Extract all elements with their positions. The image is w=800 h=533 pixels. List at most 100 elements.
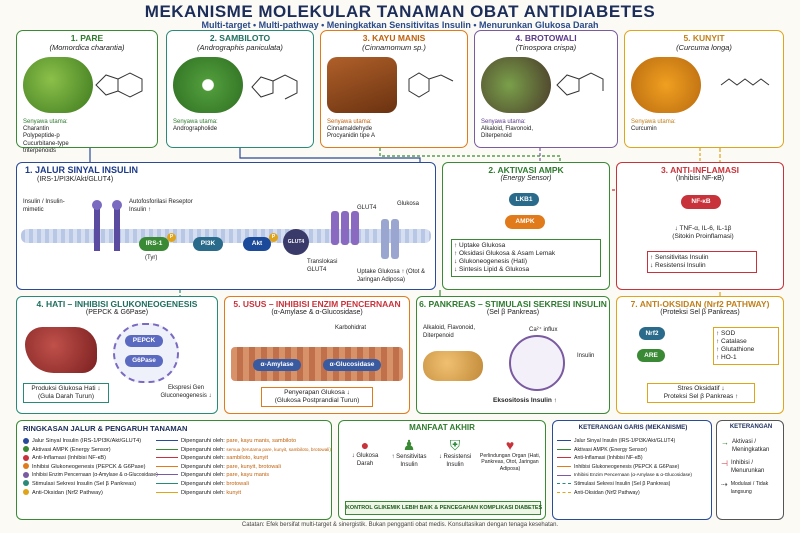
compounds-heading: Senyawa utama: <box>23 119 68 125</box>
plant-title: 3. KAYU MANIS <box>362 33 426 43</box>
output-line: (Glukosa Postprandial Turun) <box>274 397 360 404</box>
key-label: Inhibisi / Menurunkan <box>730 460 765 474</box>
legend-label: Stimulasi Sekresi Insulin (Sel β Pankrea… <box>574 480 671 487</box>
hepatocyte-cell <box>113 323 179 383</box>
antioxidant-panel: 7. ANTI-OKSIDAN (Nrf2 PATHWAY) (Proteksi… <box>616 296 784 414</box>
compound: Procyanidin tipe A <box>327 133 376 140</box>
circle-icon <box>23 454 29 461</box>
row-path: Inhibisi Enzim Pencernaan (α-Amylase & α… <box>32 472 158 479</box>
compound-label: Alkaloid, Flavonoid, Diterpenoid <box>423 325 476 339</box>
exocytosis-label: Eksositosis Insulin ↑ <box>493 397 557 404</box>
ampk-node: AMPK <box>505 215 545 229</box>
legend-row: Aktivasi AMPK (Energy Sensor) <box>557 446 711 455</box>
plant-title: 2. SAMBILOTO <box>209 33 271 43</box>
legend-row: Jalur Sinyal Insulin (IRS-1/PI3K/Akt/GLU… <box>557 437 711 446</box>
panel-subtitle: (PEPCK & G6Pase) <box>85 309 149 316</box>
effect-item: ↑ Oksidasi Glukosa & Asam Lemak <box>454 250 556 257</box>
compound: Alkaloid, Flavonoid, <box>481 126 534 133</box>
benefits-title: MANFAAT AKHIR <box>409 423 475 432</box>
plant-compounds: Senyawa utama: Curcumin <box>631 119 676 133</box>
compounds-heading: Senyawa utama: <box>631 119 676 125</box>
antioxidant-output: Stres Oksidatif ↓ Proteksi Sel β Pankrea… <box>647 383 755 403</box>
panel-subtitle: (Proteksi Sel β Pankreas) <box>660 309 740 316</box>
summary-panel: RINGKASAN JALUR & PENGARUH TANAMAN Jalur… <box>16 420 332 520</box>
amylase-node: α-Amylase <box>253 359 301 371</box>
autophos-label: Autofosforilasi Reseptor Insulin ↑ <box>129 199 193 213</box>
row-by: Dipengaruhi oleh: <box>181 446 225 453</box>
panel-title: 2. AKTIVASI AMPK <box>488 165 564 175</box>
uptake-label: Uptake Glukosa ↑ (Otot & Jaringan Adipos… <box>357 269 426 283</box>
turmeric-image <box>631 57 701 113</box>
benefit-item: ♥Perlindungan Organ (Hati, Pankreas, Oto… <box>479 437 541 493</box>
panel-title: 5. USUS – INHIBISI ENZIM PENCERNAAN <box>233 299 401 309</box>
arrow-icon <box>156 440 178 442</box>
legend-label: Inhibisi Enzim Pencernaan (α-Amylase & α… <box>574 472 692 478</box>
row-plants: kunyit <box>226 489 242 496</box>
effect-item: ↑ Sensitivitas Insulin <box>650 254 709 261</box>
shield-icon: ⛨ <box>449 437 461 453</box>
molecule-icon <box>556 72 604 96</box>
liver-panel: 4. HATI – INHIBISI GLUKONEOGENESIS (PEPC… <box>16 296 218 414</box>
plant-latin: (Momordica charantia) <box>49 43 125 52</box>
gene-item: ↑ SOD <box>716 330 736 337</box>
arrow-icon <box>156 448 178 450</box>
circle-icon <box>23 480 29 487</box>
compounds-heading: Senyawa utama: <box>481 119 526 125</box>
summary-row: Stimulasi Sekresi Insulin (Sel β Pankrea… <box>23 480 327 489</box>
compound: Diterpenoid <box>481 133 512 140</box>
compound: Curcumin <box>631 126 657 133</box>
summary-row: Aktivasi AMPK (Energy Sensor)Dipengaruhi… <box>23 446 331 455</box>
row-plants: pare, kayu manis, sambiloto <box>226 438 297 444</box>
compound: Andrographolide <box>173 126 218 133</box>
inflammation-panel: 3. ANTI-INFLAMASI (Inhibisi NF-κB) NF-κB… <box>616 162 784 290</box>
line-swatch <box>557 465 571 467</box>
output-line: (Gula Darah Turun) <box>38 393 94 400</box>
glut4-label: GLUT4 <box>357 205 377 211</box>
panel-title: 1. JALUR SINYAL INSULIN <box>25 165 139 175</box>
panel-subtitle: (Energy Sensor) <box>500 175 552 182</box>
plant-latin: (Tinospora crispa) <box>515 43 577 52</box>
output-line: Stres Oksidatif ↓ <box>677 385 725 392</box>
compound: Cucurbitane-type <box>23 140 69 147</box>
benefit-item: ♟↑ Sensitivitas Insulin <box>387 437 431 493</box>
row-plants: pare, kayu manis <box>226 472 270 479</box>
arrow-icon <box>156 474 178 476</box>
panel-subtitle: (Inhibisi NF-κB) <box>675 175 725 182</box>
cytokine-label: ↓ TNF-α, IL-6, IL-1β <box>674 225 732 232</box>
insulin-pathway-panel: 1. JALUR SINYAL INSULIN (IRS-1/PI3K/Akt/… <box>16 162 436 290</box>
legend-label: Anti-Oksidan (Nrf2 Pathway) <box>574 489 640 496</box>
legend-label: Jalur Sinyal Insulin (IRS-1/PI3K/Akt/GLU… <box>574 438 676 444</box>
effect-item: ↑ Uptake Glukosa <box>454 242 506 249</box>
key-row: ⊣Inhibisi / Menurunkan <box>721 460 783 475</box>
cell-membrane <box>21 229 431 243</box>
legend-row: Stimulasi Sekresi Insulin (Sel β Pankrea… <box>557 480 711 489</box>
row-plants: semua (terutama pare, kunyit, sambiloto,… <box>226 446 331 452</box>
plant-card-sambiloto: 2. SAMBILOTO (Andrographis paniculata) S… <box>166 30 314 148</box>
bitter-melon-image <box>23 57 93 113</box>
legend-row: Anti-Inflamasi (Inhibisi NF-κB) <box>557 454 711 463</box>
row-path: Anti-Inflamasi (Inhibisi NF-κB) <box>32 455 106 462</box>
circle-icon <box>23 446 29 453</box>
compound: triterpenoids <box>23 147 57 154</box>
legend-label: Aktivasi AMPK (Energy Sensor) <box>574 446 647 453</box>
arrow-icon <box>156 491 178 493</box>
carbohydrate-label: Karbohidrat <box>335 325 367 331</box>
plant-card-kayu-manis: 3. KAYU MANIS (Cinnamomum sp.) Senyawa u… <box>320 30 468 148</box>
row-path: Stimulasi Sekresi Insulin (Sel β Pankrea… <box>32 480 136 487</box>
lkb1-node: LKB1 <box>509 193 539 206</box>
circle-icon <box>23 437 29 444</box>
intestine-panel: 5. USUS – INHIBISI ENZIM PENCERNAAN (α-A… <box>224 296 410 414</box>
legend-label: Anti-Inflamasi (Inhibisi NF-κB) <box>574 455 643 462</box>
ligand-label: Insulin / Insulin-mimetic <box>23 199 65 213</box>
translocation-label: Translokasi GLUT4 <box>307 259 338 273</box>
circle-icon <box>23 471 29 478</box>
effect-item: ↓ Glukoneogenesis (Hati) <box>454 258 527 265</box>
legend-row: Inhibisi Glukoneogenesis (PEPCK & G6Pase… <box>557 463 711 472</box>
legend-row: Inhibisi Enzim Pencernaan (α-Amylase & α… <box>557 471 711 480</box>
plant-compounds: Senyawa utama: Alkaloid, Flavonoid, Dite… <box>481 119 533 141</box>
page-title: MEKANISME MOLEKULAR TANAMAN OBAT ANTIDIA… <box>144 2 656 21</box>
inhibit-icon: ⊣ <box>721 459 728 468</box>
insulin-label: Insulin <box>577 353 595 359</box>
blood-drop-icon: ● <box>360 437 370 453</box>
row-by: Dipengaruhi oleh: <box>181 463 225 470</box>
